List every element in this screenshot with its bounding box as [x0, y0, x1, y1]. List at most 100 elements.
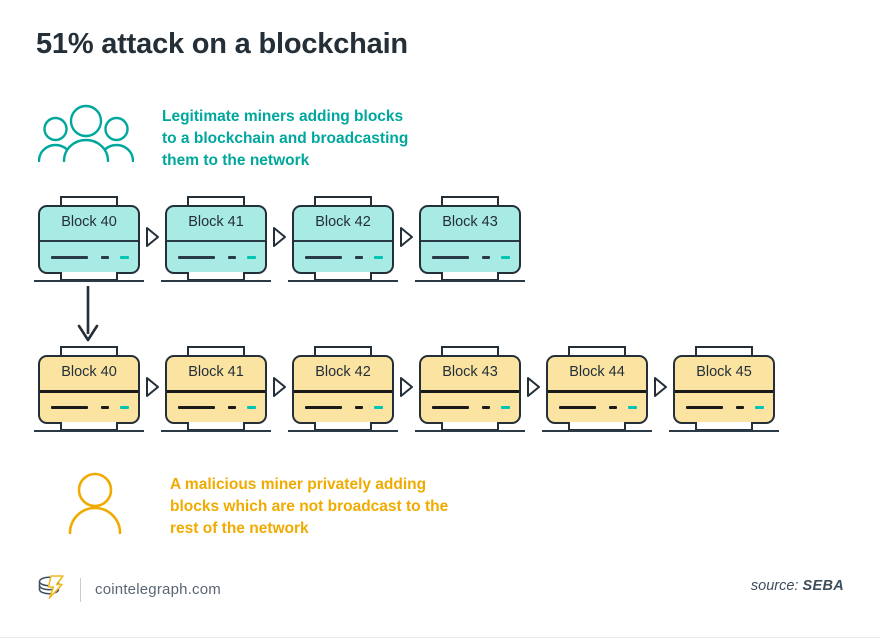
block-body: Block 40 [38, 205, 140, 274]
dash-long [686, 405, 724, 409]
block-dashes [432, 405, 511, 409]
block-dashes [559, 405, 638, 409]
block-label: Block 42 [315, 364, 371, 380]
malicious-chain: Block 40 Block 41 [34, 346, 779, 446]
dash-short [482, 255, 490, 259]
block-baseline [669, 430, 779, 432]
block-top-tab [441, 196, 499, 207]
three-people-icon [37, 104, 135, 167]
chain-arrow-icon [525, 346, 542, 446]
block-dashes [178, 405, 257, 409]
block-baseline [288, 280, 398, 282]
block-top-tab [568, 346, 626, 357]
dash-short [736, 405, 744, 409]
block-dashes [178, 255, 257, 259]
dash-accent [627, 405, 638, 409]
chain-arrow-icon [271, 196, 288, 296]
block-malicious-5[interactable]: Block 45 [669, 346, 779, 446]
chain-arrow-icon [144, 196, 161, 296]
page-title: 51% attack on a blockchain [36, 28, 408, 60]
dash-long [305, 255, 343, 259]
chain-arrow-icon [398, 346, 415, 446]
block-dashes [51, 405, 130, 409]
dash-accent [373, 405, 384, 409]
block-body: Block 43 [419, 205, 521, 274]
block-baseline [415, 280, 525, 282]
legend-legitimate-text: Legitimate miners adding blocks to a blo… [162, 108, 409, 169]
block-legit-3[interactable]: Block 43 [415, 196, 525, 296]
block-top-tab [60, 196, 118, 207]
block-body: Block 42 [292, 205, 394, 274]
dash-accent [500, 405, 511, 409]
block-dashes [51, 255, 130, 259]
block-malicious-4[interactable]: Block 44 [542, 346, 652, 446]
block-dashes [432, 255, 511, 259]
block-label: Block 40 [61, 214, 117, 230]
block-malicious-3[interactable]: Block 43 [415, 346, 525, 446]
brand-name: cointelegraph.com [95, 581, 221, 598]
block-label: Block 41 [188, 214, 244, 230]
legitimate-chain: Block 40 Block 41 [34, 196, 525, 296]
block-divider [294, 240, 392, 242]
block-baseline [288, 430, 398, 432]
dash-long [305, 405, 343, 409]
block-body: Block 42 [292, 355, 394, 424]
footer-brand[interactable]: cointelegraph.com [36, 573, 221, 606]
block-label: Block 41 [188, 364, 244, 380]
dash-accent [119, 255, 130, 259]
block-label: Block 43 [442, 364, 498, 380]
dash-accent [500, 255, 511, 259]
block-dashes [305, 255, 384, 259]
block-legit-0[interactable]: Block 40 [34, 196, 144, 296]
block-legit-2[interactable]: Block 42 [288, 196, 398, 296]
source-value: SEBA [802, 578, 844, 594]
dash-long [432, 405, 470, 409]
brand-divider [80, 577, 81, 602]
dash-accent [246, 255, 257, 259]
block-dashes [305, 405, 384, 409]
block-body: Block 40 [38, 355, 140, 424]
block-malicious-1[interactable]: Block 41 [161, 346, 271, 446]
dash-short [101, 255, 109, 259]
chain-arrow-icon [652, 346, 669, 446]
block-divider [40, 240, 138, 242]
dash-long [178, 405, 216, 409]
down-arrow-icon [76, 286, 100, 347]
dash-short [355, 405, 363, 409]
block-divider [167, 240, 265, 242]
block-baseline [542, 430, 652, 432]
dash-long [51, 255, 89, 259]
block-label: Block 40 [61, 364, 117, 380]
block-divider [421, 390, 519, 393]
block-baseline [34, 280, 144, 282]
dash-short [101, 405, 109, 409]
legend-malicious-text: A malicious miner privately adding block… [170, 476, 449, 537]
block-legit-1[interactable]: Block 41 [161, 196, 271, 296]
chain-arrow-icon [271, 346, 288, 446]
block-label: Block 42 [315, 214, 371, 230]
block-label: Block 43 [442, 214, 498, 230]
dash-short [482, 405, 490, 409]
dash-short [609, 405, 617, 409]
dash-long [432, 255, 470, 259]
dash-accent [119, 405, 130, 409]
legend-malicious-miner: A malicious miner privately adding block… [62, 472, 448, 540]
block-dashes [686, 405, 765, 409]
block-baseline [161, 430, 271, 432]
chain-arrow-icon [144, 346, 161, 446]
block-top-tab [187, 196, 245, 207]
block-divider [675, 390, 773, 393]
dash-accent [246, 405, 257, 409]
block-top-tab [314, 196, 372, 207]
cointelegraph-logo-icon [36, 573, 66, 606]
block-malicious-2[interactable]: Block 42 [288, 346, 398, 446]
block-divider [548, 390, 646, 393]
block-label: Block 44 [569, 364, 625, 380]
block-malicious-0[interactable]: Block 40 [34, 346, 144, 446]
block-body: Block 44 [546, 355, 648, 424]
dash-short [355, 255, 363, 259]
block-divider [167, 390, 265, 393]
block-body: Block 41 [165, 355, 267, 424]
dash-accent [373, 255, 384, 259]
dash-short [228, 405, 236, 409]
